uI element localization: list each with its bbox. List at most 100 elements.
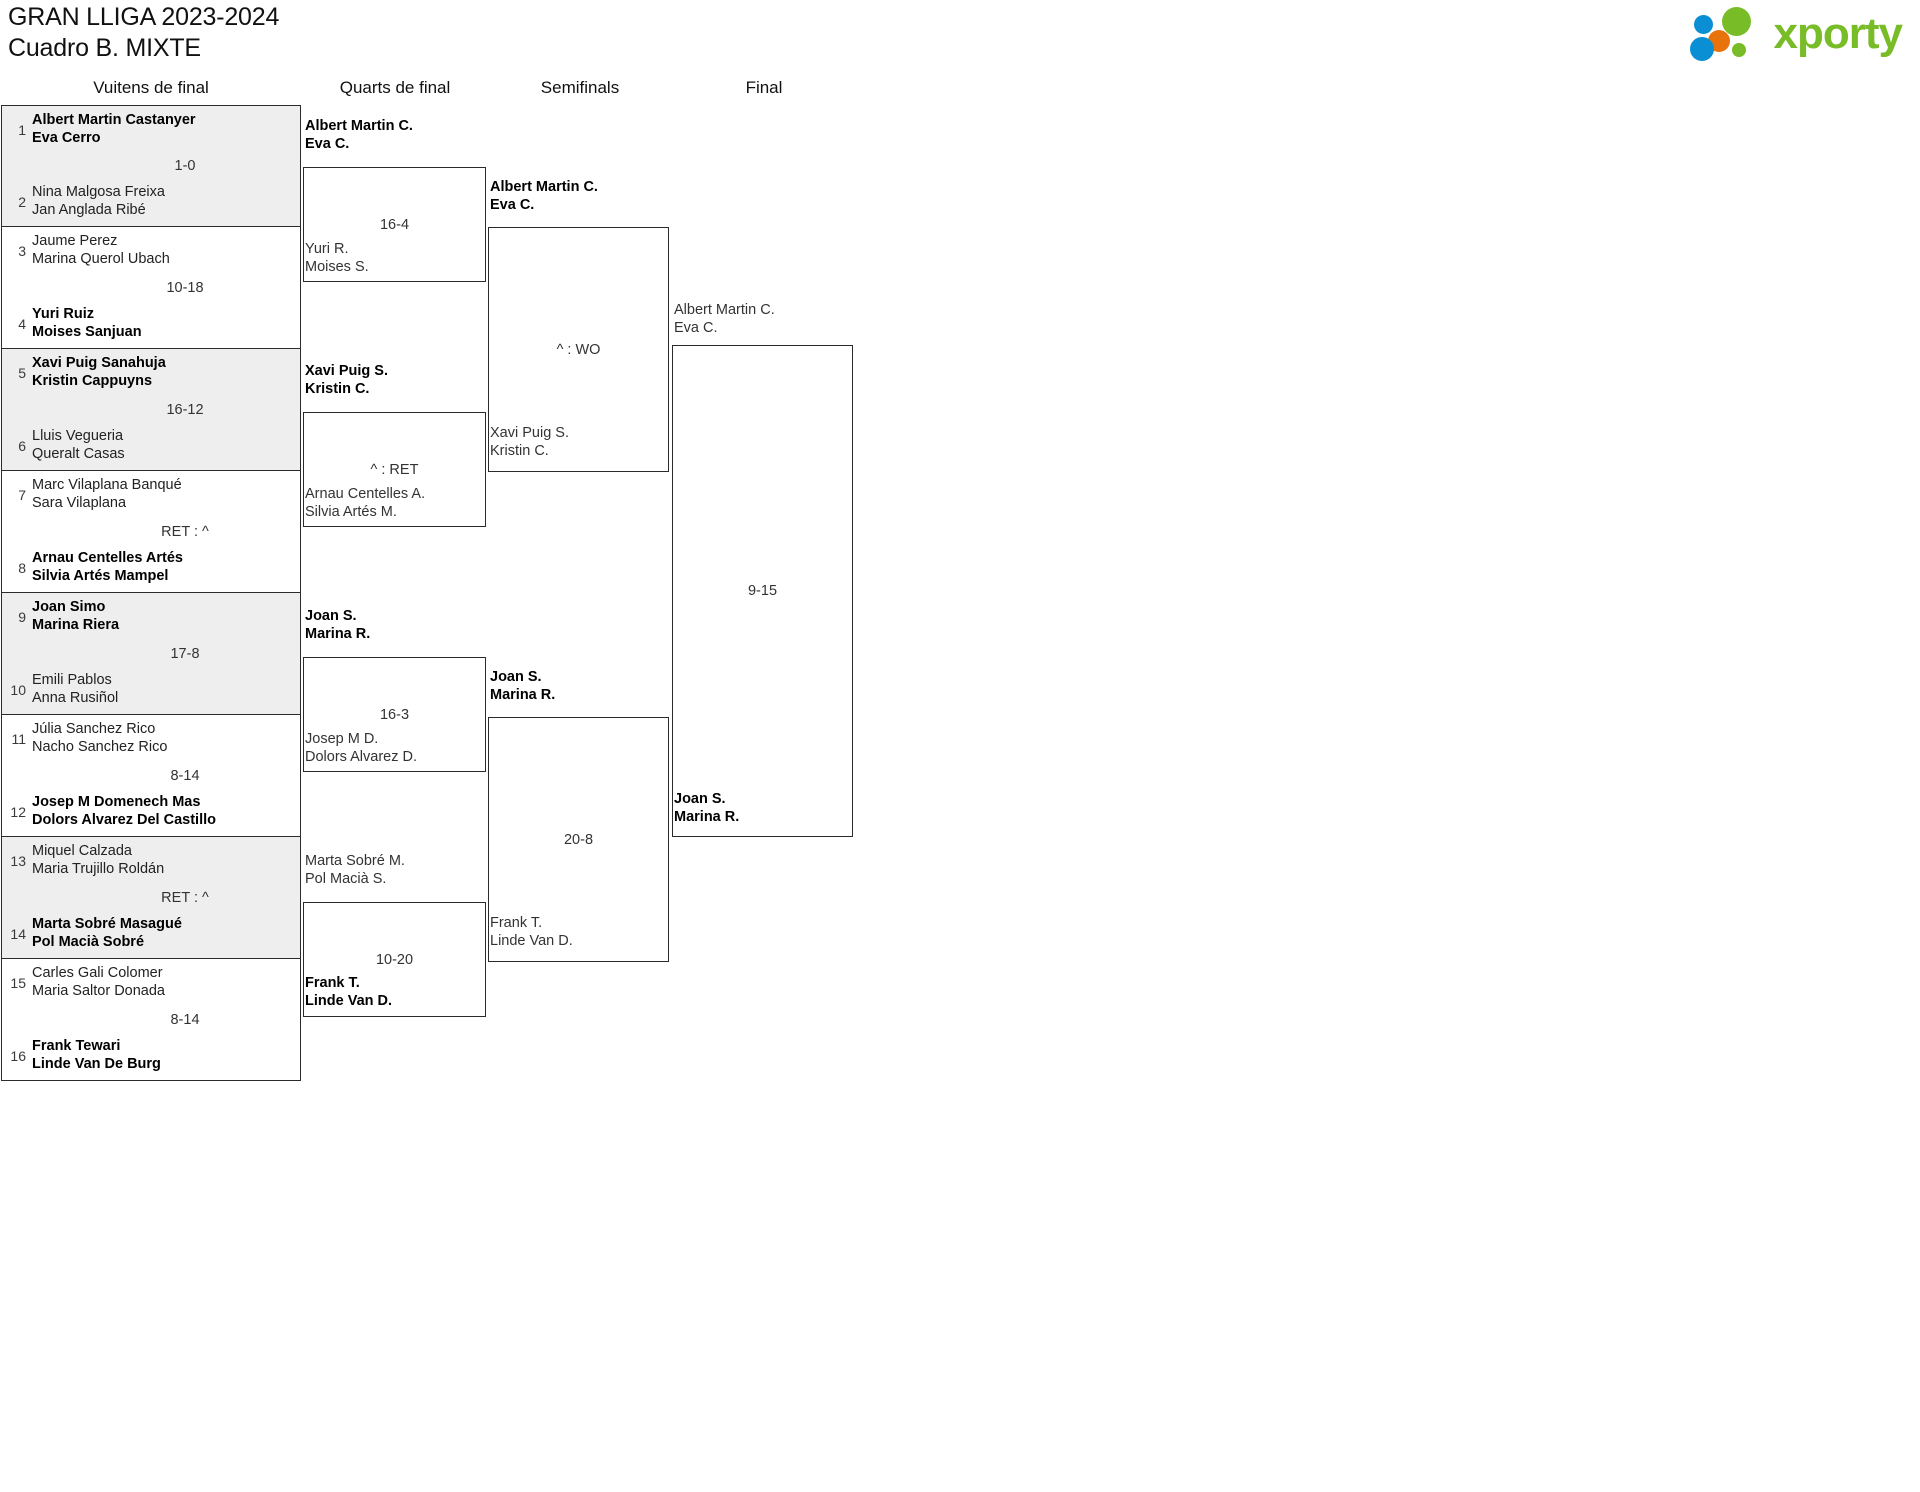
player-name: Silvia Artés Mampel xyxy=(32,568,169,584)
team-slot[interactable]: 13 Miquel Calzada Maria Trujillo Roldán xyxy=(2,840,300,882)
team-slot[interactable]: 7 Marc Vilaplana Banqué Sara Vilaplana xyxy=(2,474,300,516)
player-name: Albert Martin C. xyxy=(305,118,413,134)
team-names: Lluis Vegueria Queralt Casas xyxy=(32,428,125,463)
player-name: Carles Gali Colomer xyxy=(32,965,163,982)
team-names: Jaume Perez Marina Querol Ubach xyxy=(32,233,170,268)
match-row[interactable]: 1 Albert Martin Castanyer Eva Cerro 1-0 … xyxy=(1,105,301,227)
team-names: Carles Gali Colomer Maria Saltor Donada xyxy=(32,965,165,1000)
team-slot[interactable]: 14 Marta Sobré Masagué Pol Macià Sobré xyxy=(2,913,300,955)
team-slot[interactable]: 5 Xavi Puig Sanahuja Kristin Cappuyns xyxy=(2,352,300,394)
final-bracket-box: 9-15 xyxy=(672,345,853,837)
sf-team-top[interactable]: Albert Martin C. Eva C. xyxy=(490,179,598,214)
xporty-wordmark: xporty xyxy=(1773,9,1903,58)
player-name: Moises Sanjuan xyxy=(32,324,142,340)
seed-number: 11 xyxy=(11,731,26,747)
team-slot[interactable]: 11 Júlia Sanchez Rico Nacho Sanchez Rico xyxy=(2,718,300,760)
match-score: 9-15 xyxy=(747,583,778,599)
final-team-bottom[interactable]: Joan S. Marina R. xyxy=(674,791,739,826)
player-name: Nina Malgosa Freixa xyxy=(32,184,165,201)
match-row[interactable]: 11 Júlia Sanchez Rico Nacho Sanchez Rico… xyxy=(1,715,301,837)
player-name: Pol Macià S. xyxy=(305,870,387,887)
player-name: Xavi Puig Sanahuja xyxy=(32,355,166,372)
team-slot[interactable]: 2 Nina Malgosa Freixa Jan Anglada Ribé xyxy=(2,181,300,223)
team-slot[interactable]: 16 Frank Tewari Linde Van De Burg xyxy=(2,1035,300,1077)
seed-number: 10 xyxy=(10,682,26,698)
match-row[interactable]: 3 Jaume Perez Marina Querol Ubach 10-18 … xyxy=(1,227,301,349)
player-name: Kristin Cappuyns xyxy=(32,373,153,389)
team-names: Arnau Centelles Artés Silvia Artés Mampe… xyxy=(32,550,183,585)
team-slot[interactable]: 4 Yuri Ruiz Moises Sanjuan xyxy=(2,303,300,345)
player-name: Dolors Alvarez D. xyxy=(305,748,418,765)
sf-bracket-box: ^ : WO xyxy=(488,227,669,472)
match-score: 8-14 xyxy=(170,767,200,784)
team-names: Nina Malgosa Freixa Jan Anglada Ribé xyxy=(32,184,165,219)
player-name: Moises S. xyxy=(305,258,369,275)
qf-team-bottom[interactable]: Frank T. Linde Van D. xyxy=(305,975,392,1010)
team-slot[interactable]: 12 Josep M Domenech Mas Dolors Alvarez D… xyxy=(2,791,300,833)
player-name: Jaume Perez xyxy=(32,233,118,250)
match-row[interactable]: 7 Marc Vilaplana Banqué Sara Vilaplana R… xyxy=(1,471,301,593)
team-names: Josep M Domenech Mas Dolors Alvarez Del … xyxy=(32,794,216,829)
player-name: Frank T. xyxy=(305,975,360,991)
xporty-dots-icon xyxy=(1689,6,1768,62)
player-name: Marina R. xyxy=(490,686,556,703)
qf-team-top[interactable]: Joan S. Marina R. xyxy=(305,608,370,643)
team-names: Yuri Ruiz Moises Sanjuan xyxy=(32,306,142,341)
match-score: 17-8 xyxy=(170,645,200,662)
player-name: Josep M Domenech Mas xyxy=(32,794,201,811)
team-names: Xavi Puig Sanahuja Kristin Cappuyns xyxy=(32,355,166,390)
final-team-top[interactable]: Albert Martin C. Eva C. xyxy=(674,302,775,337)
sf-team-top[interactable]: Joan S. Marina R. xyxy=(490,669,555,704)
player-name: Arnau Centelles A. xyxy=(305,486,426,502)
team-names: Marta Sobré Masagué Pol Macià Sobré xyxy=(32,916,182,951)
player-name: Joan Simo xyxy=(32,599,106,616)
player-name: Silvia Artés M. xyxy=(305,503,397,520)
team-names: Marc Vilaplana Banqué Sara Vilaplana xyxy=(32,477,182,512)
match-row[interactable]: 15 Carles Gali Colomer Maria Saltor Dona… xyxy=(1,959,301,1081)
player-name: Frank T. xyxy=(490,915,543,931)
qf-bracket-box: 16-4 xyxy=(303,167,486,282)
match-row[interactable]: 5 Xavi Puig Sanahuja Kristin Cappuyns 16… xyxy=(1,349,301,471)
player-name: Anna Rusiñol xyxy=(32,690,119,706)
qf-team-top[interactable]: Xavi Puig S. Kristin C. xyxy=(305,363,388,398)
team-slot[interactable]: 10 Emili Pablos Anna Rusiñol xyxy=(2,669,300,711)
player-name: Albert Martin C. xyxy=(674,302,775,318)
qf-team-top[interactable]: Albert Martin C. Eva C. xyxy=(305,118,413,153)
qf-team-top[interactable]: Marta Sobré M. Pol Macià S. xyxy=(305,853,405,888)
player-name: Joan S. xyxy=(305,608,357,624)
player-name: Marina R. xyxy=(305,625,371,642)
player-name: Jan Anglada Ribé xyxy=(32,202,146,218)
team-slot[interactable]: 3 Jaume Perez Marina Querol Ubach xyxy=(2,230,300,272)
match-row[interactable]: 13 Miquel Calzada Maria Trujillo Roldán … xyxy=(1,837,301,959)
qf-bracket-box: 16-3 xyxy=(303,657,486,772)
player-name: Queralt Casas xyxy=(32,446,125,462)
match-score: 16-12 xyxy=(166,401,204,418)
player-name: Xavi Puig S. xyxy=(305,363,388,379)
team-slot[interactable]: 9 Joan Simo Marina Riera xyxy=(2,596,300,638)
team-slot[interactable]: 6 Lluis Vegueria Queralt Casas xyxy=(2,425,300,467)
match-score: ^ : WO xyxy=(556,341,601,358)
player-name: Nacho Sanchez Rico xyxy=(32,739,168,755)
player-name: Emili Pablos xyxy=(32,672,112,689)
team-slot[interactable]: 8 Arnau Centelles Artés Silvia Artés Mam… xyxy=(2,547,300,589)
qf-team-bottom[interactable]: Yuri R. Moises S. xyxy=(305,241,369,276)
player-name: Marina R. xyxy=(674,808,740,825)
sf-team-bottom[interactable]: Frank T. Linde Van D. xyxy=(490,915,573,950)
player-name: Albert Martin C. xyxy=(490,179,598,195)
qf-bracket-box: ^ : RET xyxy=(303,412,486,527)
sf-bracket-box: 20-8 xyxy=(488,717,669,962)
player-name: Miquel Calzada xyxy=(32,843,132,860)
qf-bracket-box: 10-20 xyxy=(303,902,486,1017)
team-slot[interactable]: 1 Albert Martin Castanyer Eva Cerro xyxy=(2,109,300,151)
qf-team-bottom[interactable]: Arnau Centelles A. Silvia Artés M. xyxy=(305,486,425,521)
player-name: Marina Riera xyxy=(32,617,120,633)
qf-team-bottom[interactable]: Josep M D. Dolors Alvarez D. xyxy=(305,731,417,766)
seed-number: 12 xyxy=(10,804,26,820)
sf-team-bottom[interactable]: Xavi Puig S. Kristin C. xyxy=(490,425,569,460)
player-name: Eva Cerro xyxy=(32,130,101,146)
match-row[interactable]: 9 Joan Simo Marina Riera 17-8 10 Emili P… xyxy=(1,593,301,715)
match-score: ^ : RET xyxy=(370,461,419,478)
team-slot[interactable]: 15 Carles Gali Colomer Maria Saltor Dona… xyxy=(2,962,300,1004)
match-score: 8-14 xyxy=(170,1011,200,1028)
